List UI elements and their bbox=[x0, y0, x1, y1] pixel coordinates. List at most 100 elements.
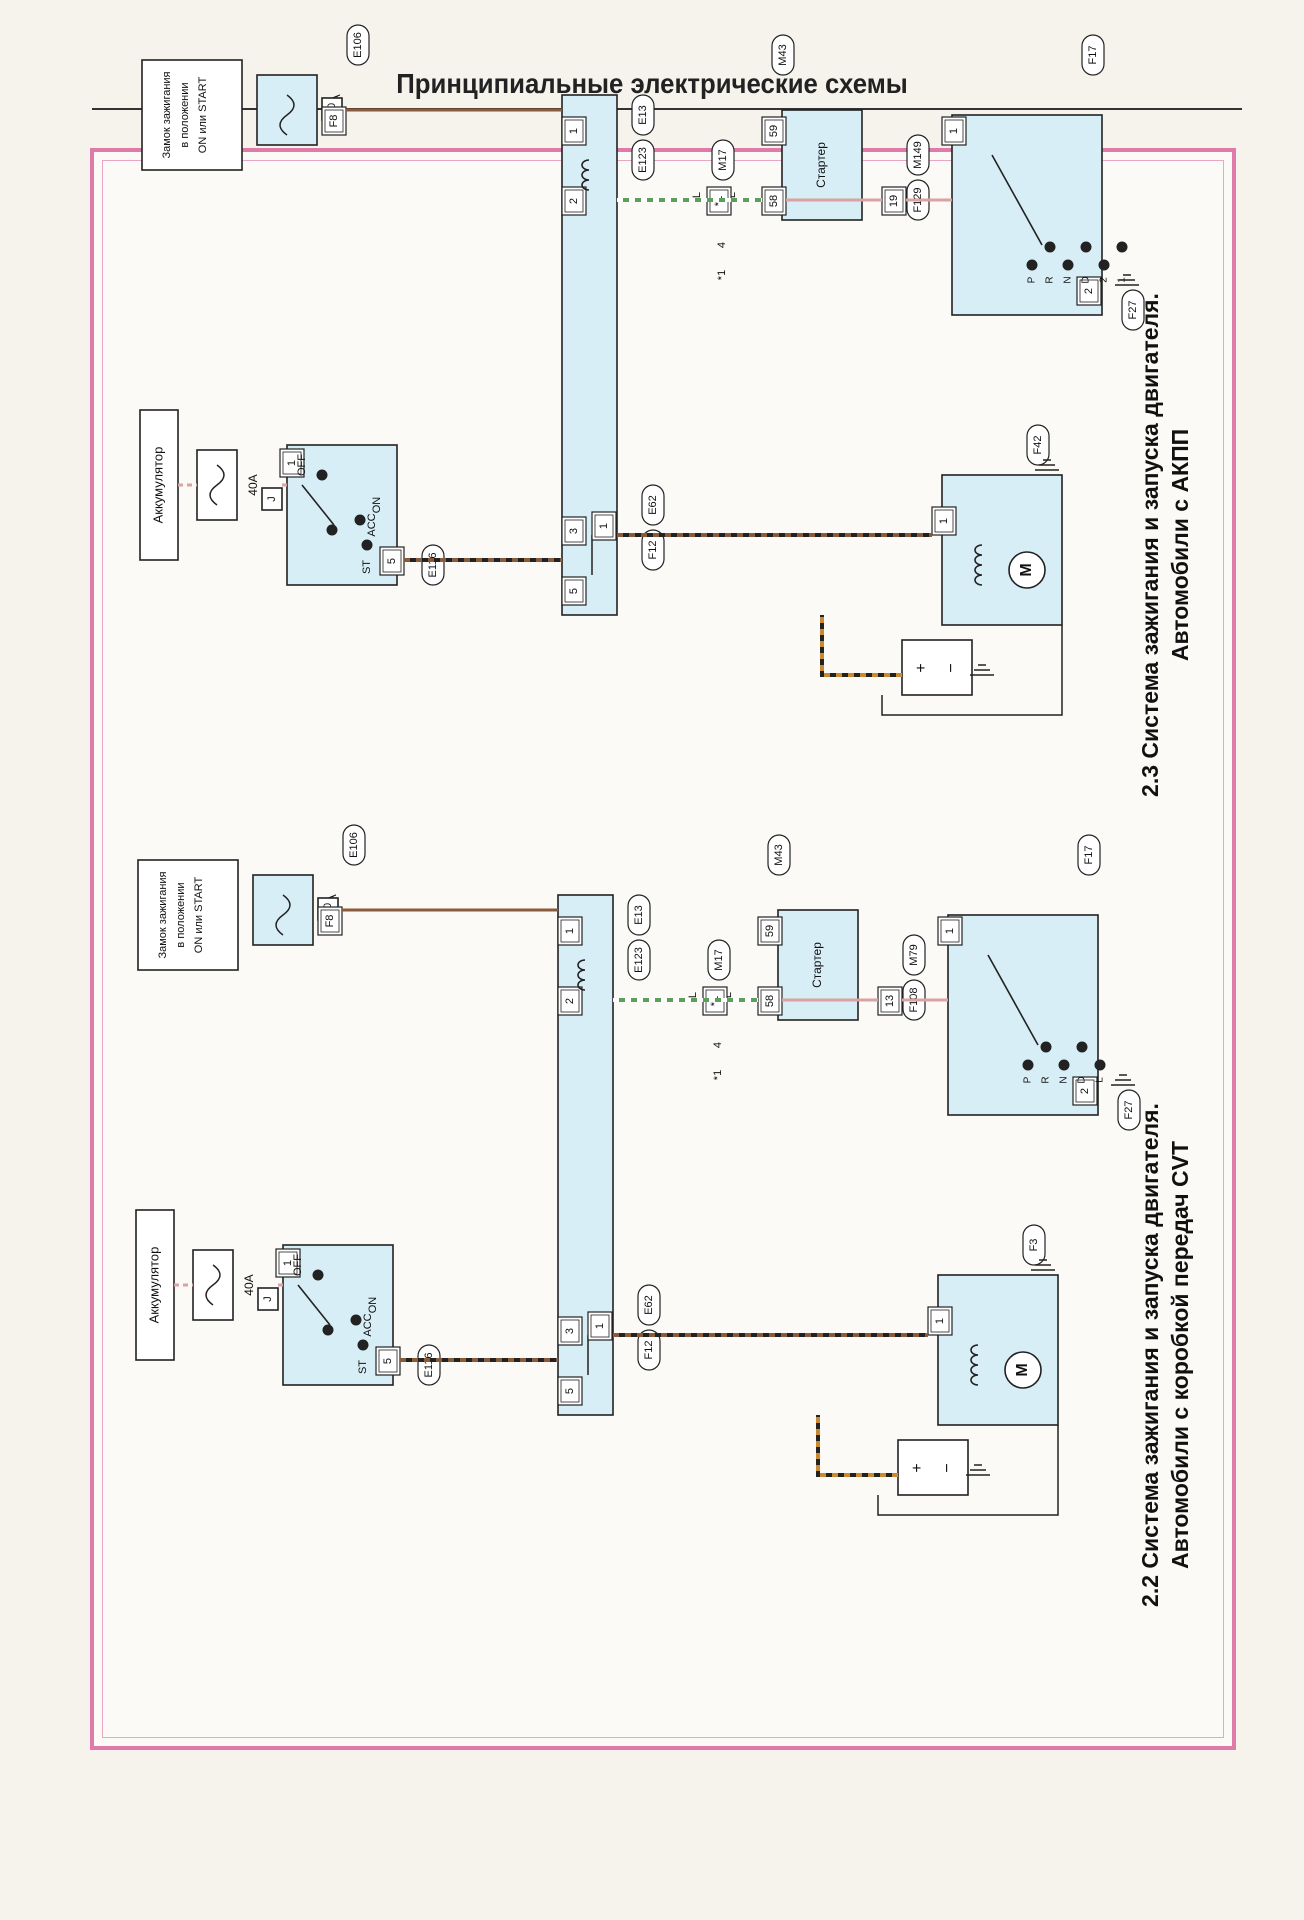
d2-3-sw-acc-label: ACC bbox=[366, 513, 378, 536]
d2-3-pin-sw-5-label: 5 bbox=[386, 558, 398, 564]
d2-3-fuse-10a bbox=[256, 74, 318, 146]
d2-2-pin-relay-3-label: 3 bbox=[564, 1328, 576, 1334]
d2-2-pin-relay-2 bbox=[557, 986, 583, 1016]
d2-2-conn-e123-label: E123 bbox=[633, 947, 645, 973]
d2-2-pin-gear-1-label: 1 bbox=[944, 928, 956, 934]
d2-2-gear-pos-2 bbox=[1058, 1059, 1070, 1071]
d2-3-pin-59 bbox=[761, 116, 787, 146]
d2-3-sw-st bbox=[361, 539, 373, 551]
d2-2-conn-e116-label: E116 bbox=[423, 1353, 435, 1378]
caption-2-3-line2: Автомобили с АКПП bbox=[1167, 429, 1193, 661]
d2-3-sw-off-label: OFF bbox=[296, 454, 308, 476]
d2-3-pin-relay-2 bbox=[561, 186, 587, 216]
d2-2-l-badge-1: L bbox=[687, 992, 699, 998]
d2-3-conn-e106-label: E106 bbox=[352, 32, 364, 58]
d2-2-starter-label: Стартер bbox=[810, 942, 824, 988]
d2-2-ign-label-1: в положении bbox=[175, 882, 187, 947]
d2-3-pin-relay-5 bbox=[561, 576, 587, 606]
d2-2-pin-gear-2-label: 2 bbox=[1079, 1088, 1091, 1094]
caption-2-2-line2: Автомобили с коробкой передач CVT bbox=[1167, 1141, 1193, 1569]
d2-2-gear-pos-label-4: L bbox=[1095, 1077, 1106, 1083]
d2-2-ign-label-2: ON или START bbox=[193, 877, 205, 954]
d2-2-gear-pos-1 bbox=[1040, 1041, 1052, 1053]
d2-3-pin-e62-1 bbox=[591, 511, 617, 541]
d2-3-conn-m17-label: M17 bbox=[717, 149, 729, 170]
d2-2-gear-pos-3 bbox=[1076, 1041, 1088, 1053]
d2-2-sw-acc bbox=[322, 1324, 334, 1336]
d2-2-pin-relay-1 bbox=[557, 916, 583, 946]
d2-3-pin-sw-1-label: 1 bbox=[286, 460, 298, 466]
d2-3-conn-f27-label: F27 bbox=[1127, 301, 1139, 320]
d2-2-pin-19-label: 13 bbox=[884, 995, 896, 1007]
d2-3-relay-bar bbox=[561, 94, 618, 616]
d2-2-gear-pos-label-2: N bbox=[1059, 1076, 1070, 1083]
d2-2-conn-f8-label: F8 bbox=[324, 915, 336, 928]
d2-3-conn-f42 bbox=[1026, 424, 1050, 466]
d2-2-conn-e13 bbox=[627, 894, 651, 936]
d2-2-conn-m17-label: M17 bbox=[713, 949, 725, 970]
d2-3-pin-gear-1 bbox=[941, 116, 967, 146]
d2-3-ign-label-0: Замок зажигания bbox=[161, 71, 173, 158]
d2-3-fuse-40a-symbol bbox=[209, 464, 225, 506]
caption-2-2: 2.2 Система зажигания и запуска двигател… bbox=[1137, 1103, 1193, 1607]
d2-3-gear-pos-1 bbox=[1044, 241, 1056, 253]
title-rule bbox=[92, 108, 1242, 110]
d2-3-wire-battery bbox=[820, 615, 902, 677]
d2-2-battery-label: Аккумулятор bbox=[146, 1247, 161, 1324]
d2-2-gear-pos-4 bbox=[1094, 1059, 1106, 1071]
d2-3-pin-58-label: 58 bbox=[768, 195, 780, 207]
d2-3-conn-f42-label: F42 bbox=[1032, 436, 1044, 455]
d2-2-conn-e13-label: E13 bbox=[633, 905, 645, 925]
d2-3-battery-label: Аккумулятор bbox=[150, 447, 165, 524]
d2-3-pin-gear-2-label: 2 bbox=[1083, 288, 1095, 294]
d2-2-pin-motor-1-label: 1 bbox=[934, 1318, 946, 1324]
d2-3-gear-pos-0 bbox=[1026, 259, 1038, 271]
d2-2-note-4: 4 bbox=[712, 1042, 724, 1048]
d2-3-wire-battery-neg bbox=[881, 625, 1063, 716]
d2-3-gear-pos-4 bbox=[1098, 259, 1110, 271]
d2-3-wire-battery-stripe bbox=[820, 615, 902, 677]
d2-3-ign-label-1: в положении bbox=[179, 82, 191, 147]
d2-2-conn-m149 bbox=[902, 934, 926, 976]
d2-3-sw-st-label: ST bbox=[361, 560, 373, 574]
d2-3-battery-ground bbox=[970, 664, 994, 676]
d2-3-gear-pos-label-1: R bbox=[1045, 276, 1056, 283]
d2-2-pin-sw-5-label: 5 bbox=[382, 1358, 394, 1364]
d2-2-conn-e62-label: E62 bbox=[643, 1295, 655, 1315]
d2-2-conn-e106-label: E106 bbox=[348, 832, 360, 858]
d2-2-battery-plus: + bbox=[909, 1463, 926, 1472]
d2-3-pin-gear-1-label: 1 bbox=[948, 128, 960, 134]
d2-3-conn-f17-label: F17 bbox=[1087, 46, 1099, 65]
d2-3-conn-e13-label: E13 bbox=[637, 105, 649, 125]
d2-2-battery-terminals bbox=[897, 1439, 969, 1496]
d2-3-gear-pos-label-4: 2 bbox=[1099, 277, 1110, 283]
d2-3-fuse-40a-label: 40A bbox=[246, 474, 260, 495]
d2-3-sw-acc bbox=[326, 524, 338, 536]
d2-2-gear-lever bbox=[987, 954, 1039, 1046]
d2-2-gear-pos-label-3: D bbox=[1077, 1076, 1088, 1083]
d2-3-gear-ground bbox=[1115, 274, 1139, 286]
d2-3-conn-e116 bbox=[421, 544, 445, 586]
d2-2-ign-label-0: Замок зажигания bbox=[157, 871, 169, 958]
d2-2-battery-minus: − bbox=[939, 1463, 956, 1472]
d2-3-pin-relay-3 bbox=[561, 516, 587, 546]
d2-2-conn-f8 bbox=[317, 906, 343, 936]
d2-2-pin-gear-1 bbox=[937, 916, 963, 946]
d2-2-starter bbox=[777, 909, 859, 1021]
d2-3-conn-m17 bbox=[711, 139, 735, 181]
d2-3-conn-e62 bbox=[641, 484, 665, 526]
d2-3-gear-lever bbox=[991, 154, 1043, 246]
d2-2-wire-battery-neg bbox=[877, 1425, 1059, 1516]
d2-3-conn-f8-label: F8 bbox=[328, 115, 340, 128]
d2-2-pin-e62-1 bbox=[587, 1311, 613, 1341]
d2-2-fuse-10a-symbol bbox=[275, 894, 291, 936]
d2-2-conn-m149-label: M79 bbox=[908, 944, 920, 965]
d2-2-conn-m17 bbox=[707, 939, 731, 981]
d2-3-conn-f17 bbox=[1081, 34, 1105, 76]
d2-2-conn-f42-label: F3 bbox=[1028, 1239, 1040, 1252]
d2-3-conn-e123-label: E123 bbox=[637, 147, 649, 173]
d2-2-fuse-10a bbox=[252, 874, 314, 946]
d2-3-sw-off bbox=[316, 469, 328, 481]
d2-2-sw-off bbox=[312, 1269, 324, 1281]
